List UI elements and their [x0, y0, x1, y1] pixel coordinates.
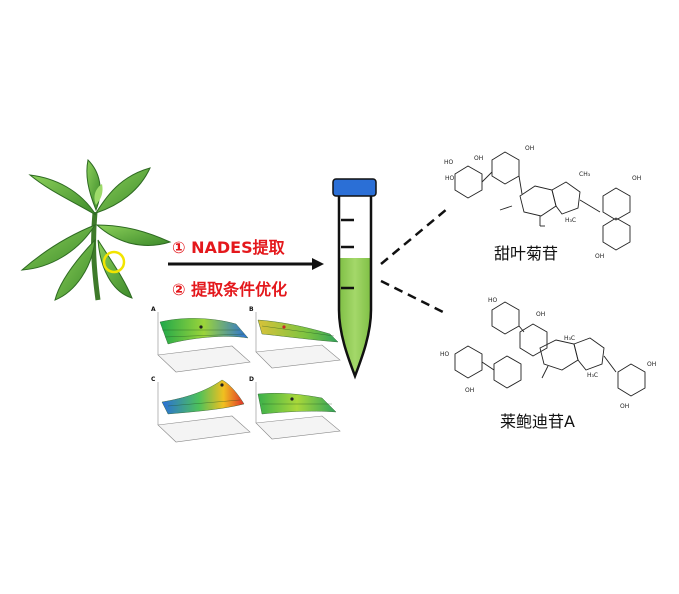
panel-label-c: C	[151, 376, 156, 383]
svg-text:H₃C: H₃C	[565, 217, 576, 224]
step-1-text: NADES提取	[191, 238, 285, 257]
svg-text:OH: OH	[595, 253, 604, 260]
compound-name-rebaudioside-a: 莱鲍迪苷A	[500, 412, 575, 431]
surface-plot-a: A	[151, 306, 251, 373]
svg-text:HO: HO	[444, 159, 454, 166]
test-tube	[332, 178, 377, 380]
panel-label-a: A	[151, 306, 156, 313]
step-1-label: ① NADES提取	[172, 234, 285, 258]
surface-plot-b: B	[249, 306, 341, 369]
svg-text:HO: HO	[445, 175, 455, 182]
surface-plot-c: C	[151, 376, 251, 443]
svg-text:OH: OH	[536, 311, 545, 318]
step-2-text: 提取条件优化	[191, 280, 288, 299]
connector-to-rebaudioside	[380, 279, 448, 316]
surface-plot-d: D	[249, 376, 341, 440]
svg-text:H₃C: H₃C	[564, 335, 575, 342]
highlight-circle	[102, 250, 126, 274]
step-2-number: ②	[172, 280, 186, 299]
svg-text:OH: OH	[632, 175, 641, 182]
svg-text:H₃C: H₃C	[587, 372, 598, 379]
svg-text:OH: OH	[525, 145, 534, 152]
panel-label-d: D	[249, 376, 254, 383]
stevioside-labels: HO HO OH OH CH₃ H₃C OH OH	[444, 145, 641, 260]
svg-text:HO: HO	[488, 297, 498, 304]
stevia-plant-image	[20, 158, 172, 301]
tube-cap	[332, 178, 377, 197]
step-1-number: ①	[172, 238, 186, 257]
svg-text:OH: OH	[474, 155, 483, 162]
svg-text:HO: HO	[440, 351, 450, 358]
svg-text:OH: OH	[647, 361, 656, 368]
process-arrow	[168, 258, 324, 270]
rebaudioside-a-labels: HO OH HO OH H₃C H₃C OH OH	[440, 297, 656, 410]
svg-text:OH: OH	[465, 387, 474, 394]
step-2-label: ② 提取条件优化	[172, 276, 287, 300]
svg-text:CH₃: CH₃	[579, 171, 591, 178]
stevioside-structure	[454, 151, 631, 251]
rebaudioside-a-structure	[454, 301, 646, 397]
connector-to-stevioside	[380, 208, 448, 265]
panel-label-b: B	[249, 306, 254, 313]
response-surface-plots: A B C D	[151, 306, 341, 443]
compound-name-stevioside: 甜叶菊苷	[494, 244, 558, 263]
svg-text:OH: OH	[620, 403, 629, 410]
